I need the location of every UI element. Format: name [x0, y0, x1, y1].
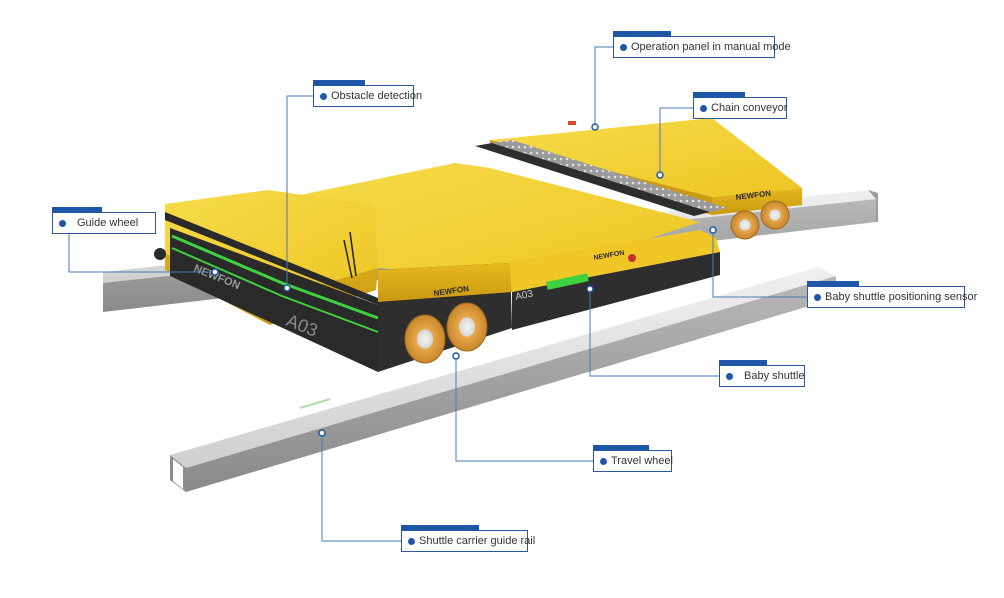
callout-baby-shuttle: Baby shuttle	[719, 360, 805, 387]
callout-label: Baby shuttle	[744, 370, 805, 382]
bullet-icon	[408, 538, 415, 545]
callout-obstacle-detection: Obstacle detection	[313, 80, 422, 107]
callout-label: Shuttle carrier guide rail	[419, 535, 536, 547]
baby-shuttle-body: A03 NEWFON	[510, 230, 720, 330]
baby-id-text: A03	[514, 288, 534, 303]
front-travel-wheels	[404, 302, 488, 364]
rear-brand-text: NEWFON	[735, 189, 772, 202]
bullet-icon	[59, 220, 66, 227]
callout-chain-conveyor: Chain conveyor	[693, 92, 788, 119]
callout-label: Obstacle detection	[331, 90, 423, 102]
callout-label: Baby shuttle positioning sensor	[825, 291, 978, 303]
callout-label: Chain conveyor	[711, 102, 788, 114]
anchor-dots	[211, 123, 717, 437]
bullet-icon	[726, 373, 733, 380]
leader-lines	[68, 46, 807, 542]
front-guide-rail	[170, 267, 836, 492]
callout-positioning-sensor: Baby shuttle positioning sensor	[807, 281, 977, 308]
callout-label: Guide wheel	[77, 217, 139, 229]
bullet-icon	[320, 93, 327, 100]
callout-guide-rail: Shuttle carrier guide rail	[401, 525, 535, 552]
callout-label: Operation panel in manual mode	[631, 41, 791, 53]
bullet-icon	[600, 458, 607, 465]
bullet-icon	[814, 294, 821, 301]
bullet-icon	[620, 44, 627, 51]
bullet-icon	[700, 105, 707, 112]
callout-travel-wheel: Travel wheel	[593, 445, 673, 472]
callout-label: Travel wheel	[611, 455, 673, 467]
callout-guide-wheel: Guide wheel	[52, 207, 156, 234]
callout-operation-panel: Operation panel in manual mode	[613, 31, 791, 58]
